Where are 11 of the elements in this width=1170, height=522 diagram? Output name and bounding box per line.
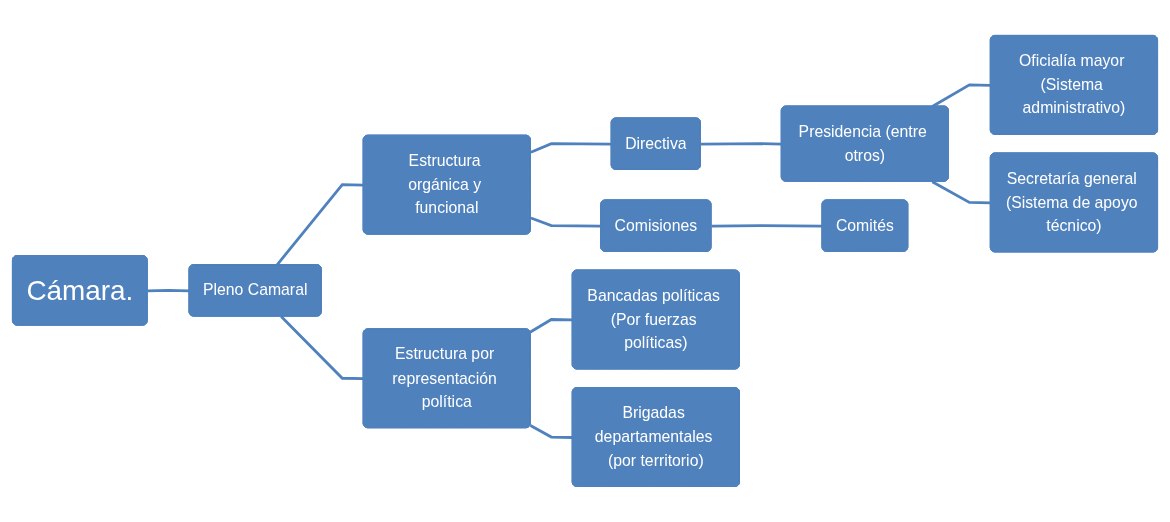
connector bbox=[529, 424, 573, 439]
connector bbox=[529, 318, 573, 334]
connector bbox=[711, 224, 823, 228]
connector bbox=[275, 183, 364, 266]
connector bbox=[700, 142, 782, 146]
connector bbox=[147, 289, 190, 293]
connector bbox=[530, 216, 602, 228]
connector bbox=[280, 315, 364, 381]
connector bbox=[530, 142, 612, 154]
connector bbox=[931, 180, 991, 205]
connector bbox=[931, 83, 991, 108]
